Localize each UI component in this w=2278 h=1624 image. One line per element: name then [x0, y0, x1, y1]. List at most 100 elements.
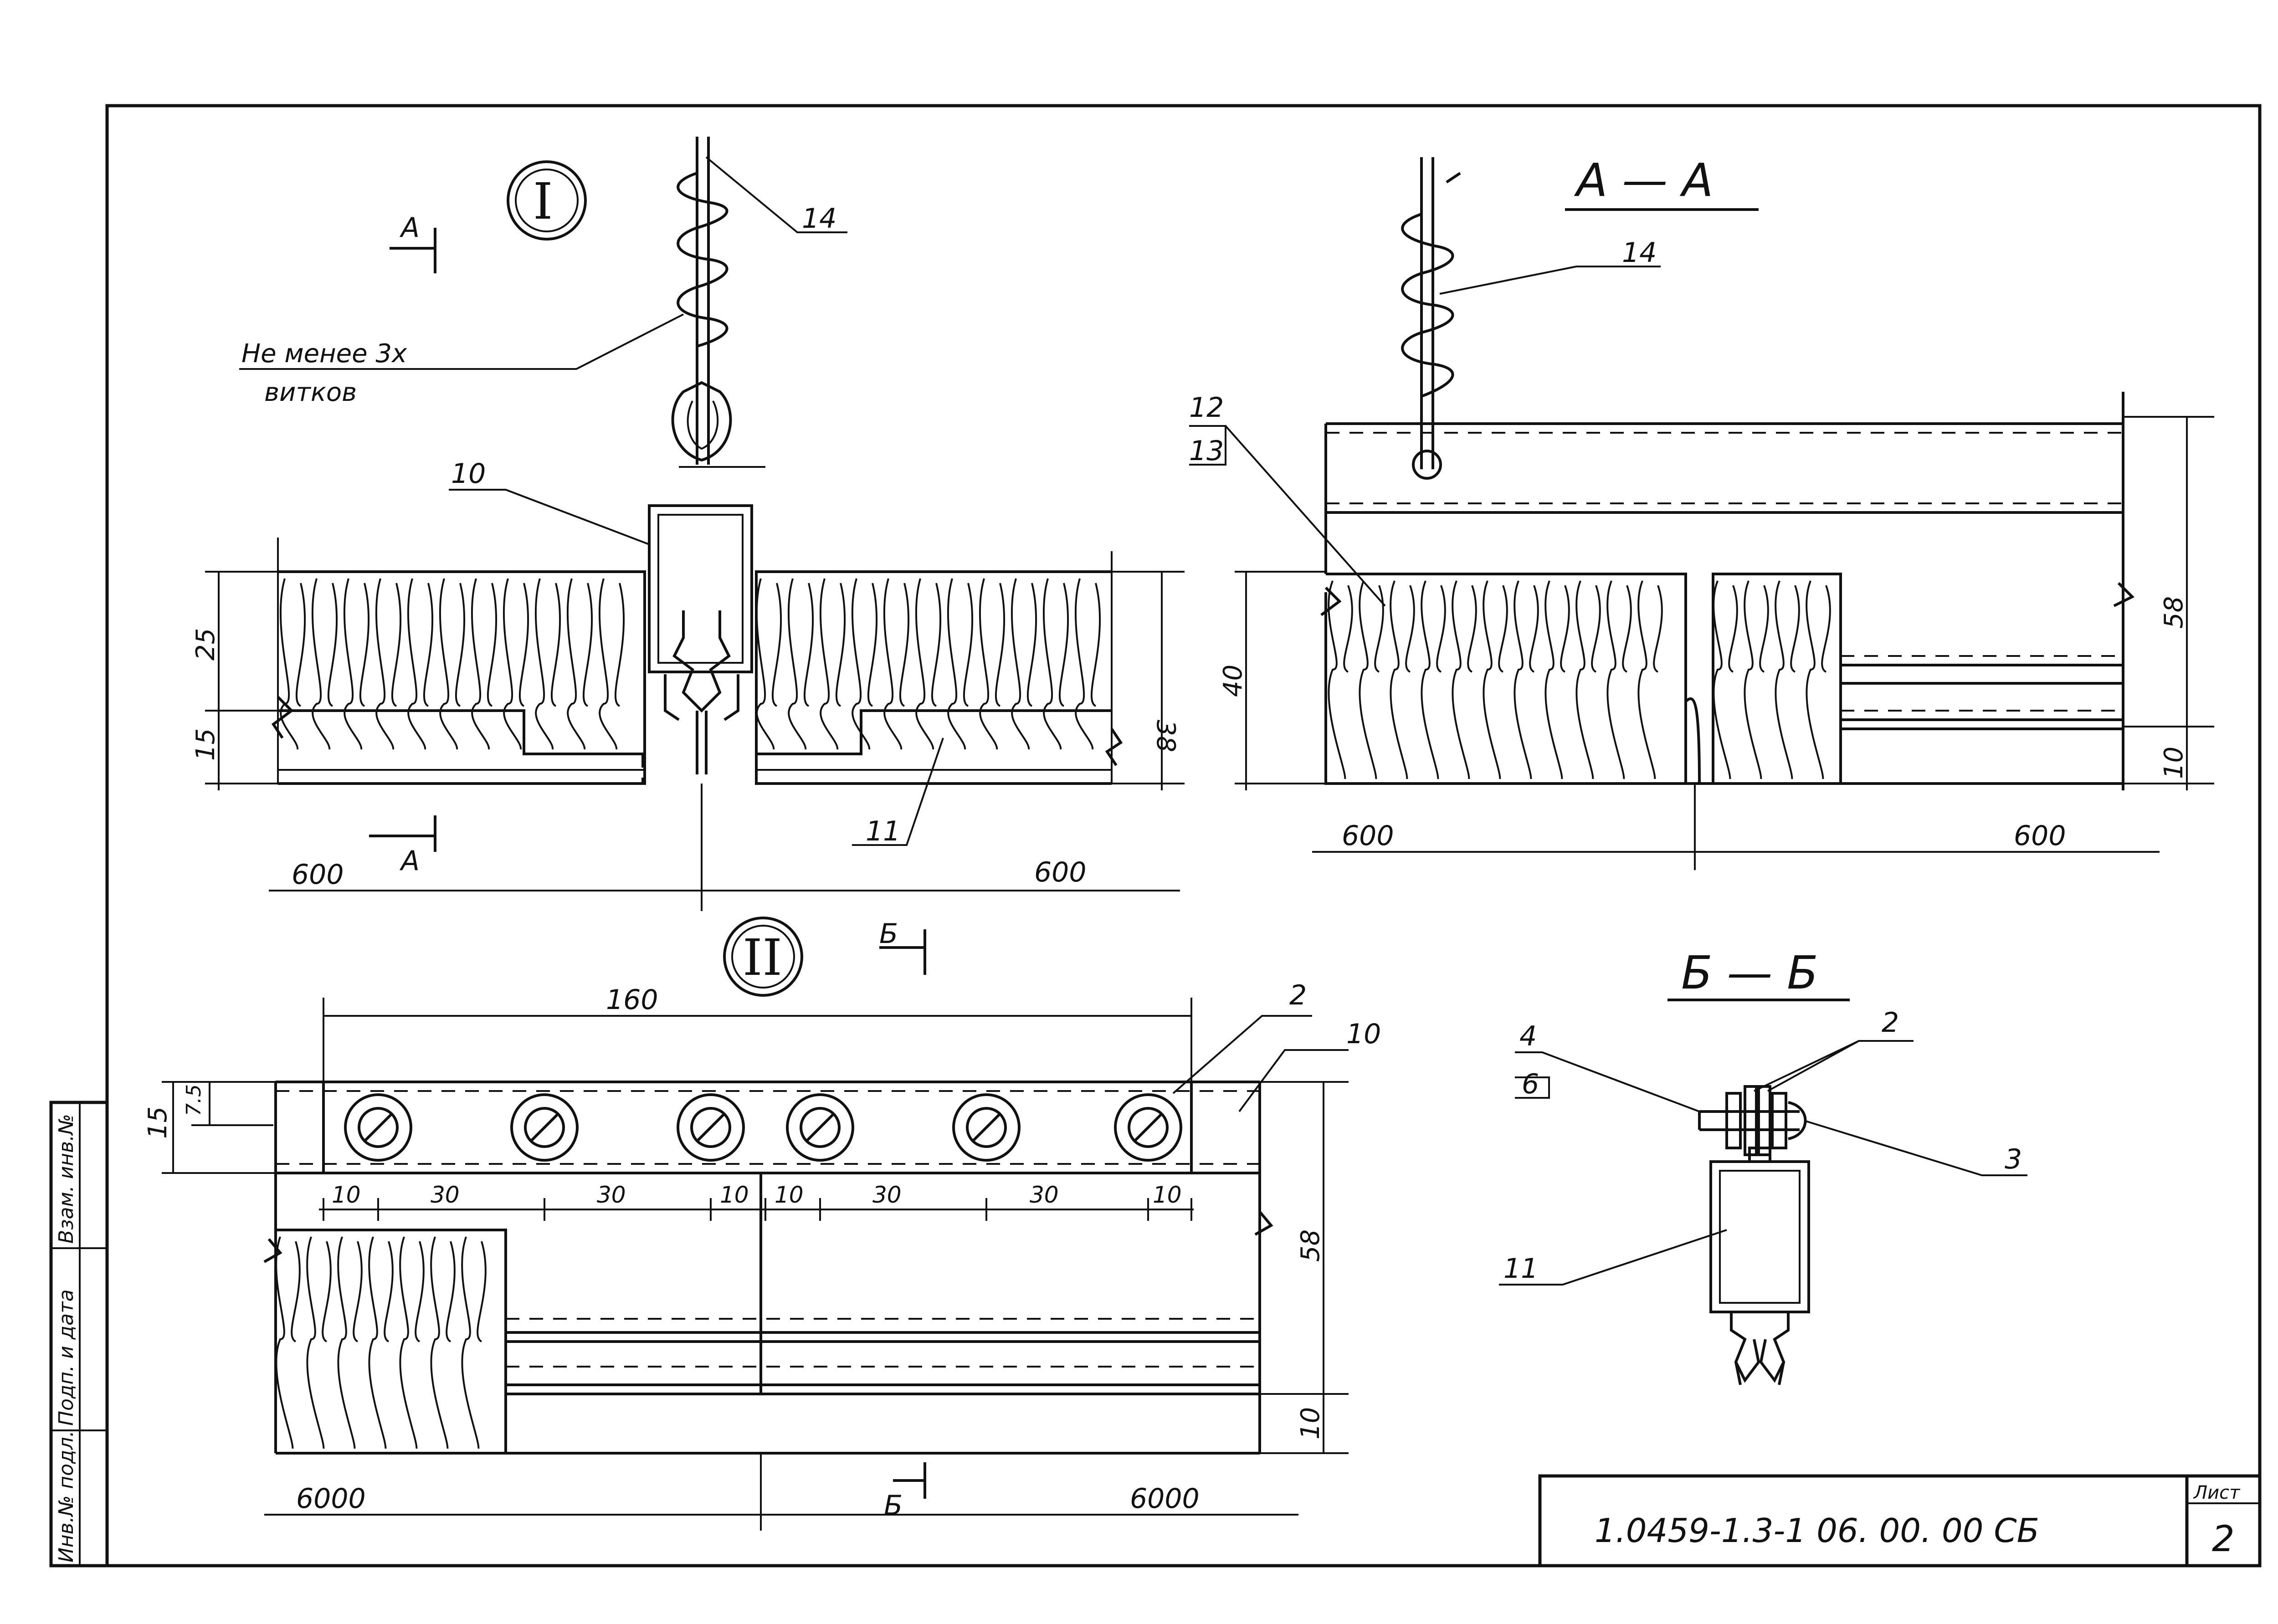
wool-fiber: [1421, 580, 1439, 779]
wool-fiber: [867, 583, 878, 707]
wool-fiber: [598, 578, 618, 750]
wool-fiber: [423, 583, 434, 707]
screw-head: [524, 1107, 565, 1148]
screw-head: [966, 1107, 1007, 1148]
wool-fiber: [306, 1236, 325, 1449]
wool-fiber: [1821, 585, 1831, 673]
section-aa-callout-rod: 14: [1622, 237, 1657, 269]
washer: [952, 1093, 1021, 1162]
washer: [786, 1093, 854, 1162]
pitch-label: 30: [1030, 1182, 1059, 1208]
mineral-wool-node1-left: [279, 578, 625, 750]
wool-fiber: [899, 583, 910, 707]
wool-fiber: [566, 578, 586, 750]
wool-fiber: [534, 578, 554, 750]
section-bb-callout-plate: 2: [1882, 1007, 1899, 1039]
node1-dim-right-span: 600: [1034, 856, 1087, 888]
screw-slot: [363, 1112, 393, 1142]
wool-fiber: [1637, 580, 1656, 779]
section-bb-callout-profile: 11: [1503, 1253, 1538, 1285]
sheet-frame: [49, 104, 2262, 1568]
wool-fiber: [291, 1241, 301, 1342]
wool-fiber: [883, 578, 903, 750]
wool-fiber: [384, 1241, 394, 1342]
wool-fiber: [1436, 585, 1446, 673]
wool-fiber: [446, 1241, 456, 1342]
node1-section-mark-top: A: [399, 212, 420, 244]
wool-fiber: [391, 583, 402, 707]
screw-head: [358, 1107, 399, 1148]
wool-fiber: [503, 578, 522, 750]
wool-fiber: [1544, 580, 1563, 779]
wool-fiber: [819, 578, 839, 750]
screw-head: [1128, 1107, 1169, 1148]
node2-dim-right-span: 6000: [1130, 1483, 1200, 1515]
wool-fiber: [1452, 580, 1470, 779]
wool-fiber: [1467, 585, 1477, 673]
wool-fiber: [851, 578, 871, 750]
wool-fiber: [1405, 585, 1415, 673]
wool-fiber: [275, 1236, 294, 1449]
washer: [344, 1093, 412, 1162]
node1-dim-bottom-layer: 15: [191, 728, 221, 761]
wool-fiber: [1090, 583, 1101, 707]
wool-fiber: [343, 578, 363, 750]
wool-fiber: [614, 583, 625, 707]
node1-dim-total: 38: [1151, 720, 1180, 752]
wool-fiber: [771, 583, 782, 707]
document-code: 1.0459-1.3-1 06. 00. 00 СБ: [1595, 1511, 2039, 1550]
section-aa-drawing: [1189, 157, 2214, 870]
node1-callout-rod: 14: [802, 203, 836, 235]
node2-dim-lip: 10: [1296, 1407, 1325, 1440]
wool-fiber: [582, 583, 593, 707]
wool-fiber: [375, 578, 395, 750]
mineral-wool-node2: [275, 1236, 487, 1449]
node2-pitch-labels: 10 30 30 10 10 30 30 10: [332, 1182, 1182, 1208]
node2-section-mark-bottom: Б: [884, 1490, 903, 1522]
section-aa-dim-total: 58: [2159, 596, 2189, 629]
mineral-wool-section-aa-right: [1713, 580, 1831, 779]
wool-fiber: [1622, 585, 1632, 673]
wool-fiber: [1653, 585, 1663, 673]
node1-callout-profile: 10: [451, 458, 486, 490]
wool-fiber: [439, 578, 458, 750]
node-1-drawing: [205, 137, 1185, 911]
node-2-drawing: [162, 917, 1349, 1531]
section-aa-dim-right-span: 600: [2014, 820, 2066, 852]
wool-fiber: [1529, 585, 1539, 673]
section-aa-callout-wool: 12: [1189, 392, 1224, 424]
wool-fiber: [455, 583, 466, 707]
pitch-label: 10: [332, 1182, 361, 1208]
node2-marker: II: [743, 928, 782, 987]
wool-fiber: [915, 578, 934, 750]
section-bb-drawing: [1499, 999, 2027, 1385]
screw-slot: [1133, 1112, 1163, 1142]
wool-fiber: [963, 583, 974, 707]
wool-fiber: [1713, 580, 1731, 779]
node2-dim-height: 15: [143, 1107, 173, 1139]
node2-dim-half: 7.5: [182, 1084, 205, 1116]
section-bb-callout-nut: 3: [2005, 1143, 2022, 1175]
wool-fiber: [407, 578, 426, 750]
wool-fiber: [461, 1236, 480, 1449]
wool-fiber: [322, 1241, 332, 1342]
mineral-wool-node1-right: [755, 578, 1101, 750]
wool-fiber: [1575, 580, 1594, 779]
screw-slot: [696, 1112, 726, 1142]
node1-dim-top-layer: 25: [191, 628, 221, 661]
wool-fiber: [415, 1241, 425, 1342]
wool-fiber: [311, 578, 331, 750]
wool-fiber: [1514, 580, 1532, 779]
wool-fiber: [931, 583, 942, 707]
wool-fiber: [337, 1236, 356, 1449]
wool-fiber: [1759, 585, 1769, 673]
section-bb-callout-bolt-alt: 6: [1522, 1068, 1539, 1100]
screw-head: [690, 1107, 731, 1148]
node1-note-line2: витков: [264, 378, 357, 407]
section-bb-callout-bolt: 4: [1519, 1020, 1537, 1052]
wool-fiber: [550, 583, 561, 707]
section-aa-dim-left-span: 600: [1342, 820, 1394, 852]
mineral-wool-section-aa-left: [1328, 580, 1663, 779]
wool-fiber: [1359, 580, 1377, 779]
